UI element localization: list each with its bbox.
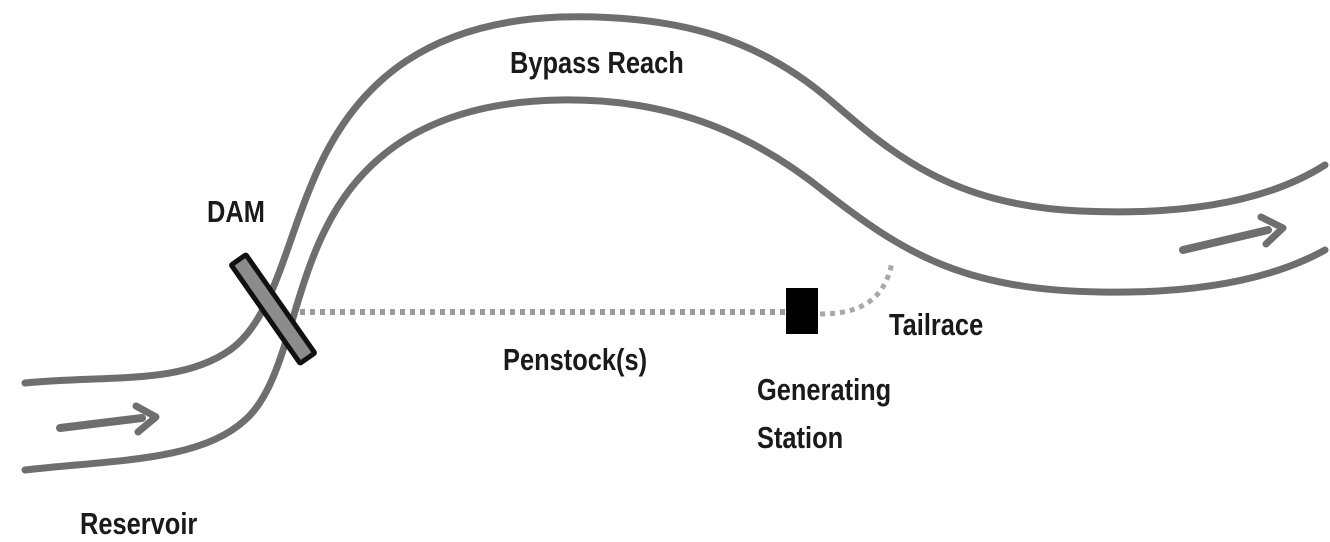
dam-label: DAM [207,194,265,229]
reservoir-label: Reservoir [80,506,198,541]
tailrace-label: Tailrace [889,307,984,342]
river-bank-upper [21,13,1329,387]
generating-station-block [786,288,818,334]
bypass-reach-label: Bypass Reach [510,45,684,80]
generating-station-label: Generating Station [757,366,891,462]
tailrace-line [819,261,895,317]
generating-station-label-line2: Station [757,420,844,455]
penstock-label: Penstock(s) [503,342,648,377]
flow-arrow-inlet [56,402,160,436]
dam-structure [229,252,317,366]
flow-arrow-outlet [1179,213,1287,254]
river-bank-lower [21,96,1329,474]
generating-station-label-line1: Generating [757,372,892,407]
